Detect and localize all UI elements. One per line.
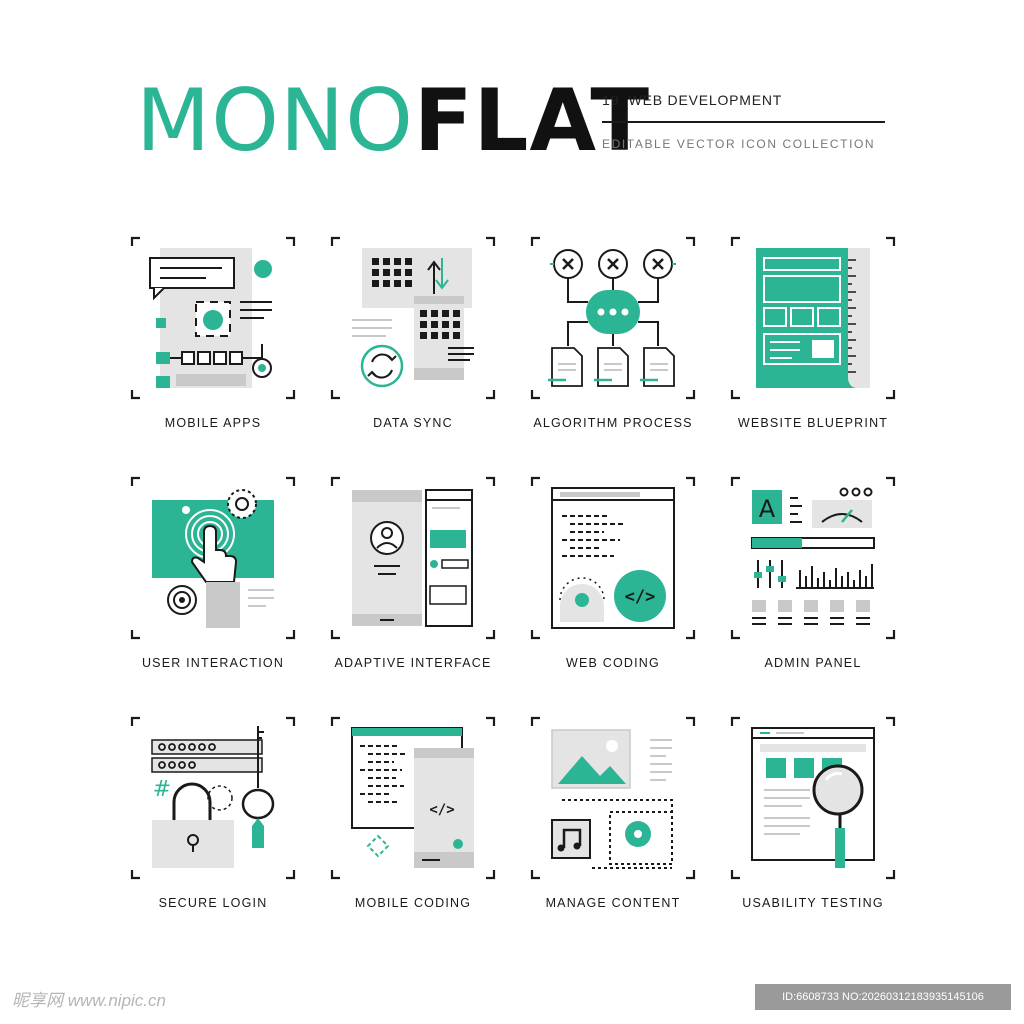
tile-website-blueprint: WEBSITE BLUEPRINT (730, 236, 896, 436)
mobile-apps-icon (130, 236, 296, 400)
watermark-text: 昵享网 www.nipic.cn (12, 991, 166, 1010)
tile-mobile-coding: </> MOBILE CODING (330, 716, 496, 916)
collection-subtitle: EDITABLE VECTOR ICON COLLECTION (602, 137, 876, 151)
tile-usability-testing: USABILITY TESTING (730, 716, 896, 916)
image-id-badge: ID:6608733 NO:20260312183935145106 (755, 984, 1011, 1010)
usability-testing-icon (730, 716, 896, 880)
label-data-sync: DATA SYNC (373, 416, 453, 430)
label-secure-login: SECURE LOGIN (158, 896, 268, 910)
letter-a-glyph: A (759, 495, 776, 523)
tile-admin-panel: A (730, 476, 896, 676)
secure-login-icon: # (130, 716, 296, 880)
tile-user-interaction: USER INTERACTION (130, 476, 296, 676)
tile-manage-content: MANAGE CONTENT (530, 716, 696, 916)
website-blueprint-icon (730, 236, 896, 400)
label-website-blueprint: WEBSITE BLUEPRINT (737, 416, 889, 430)
manage-content-icon (530, 716, 696, 880)
brand-part-mono: MONO (136, 71, 414, 171)
label-user-interaction: USER INTERACTION (141, 656, 285, 670)
algorithm-process-icon (530, 236, 696, 400)
tile-mobile-apps: MOBILE APPS (130, 236, 296, 436)
code-tag-glyph: </> (625, 587, 656, 607)
mobile-coding-icon: </> (330, 716, 496, 880)
mobile-code-tag-glyph: </> (429, 802, 454, 818)
tile-web-coding: </> WEB CODING (530, 476, 696, 676)
label-web-coding: WEB CODING (566, 656, 660, 670)
header-divider (602, 121, 885, 123)
tile-secure-login: # SECURE LOGIN (130, 716, 296, 916)
tile-data-sync: DATA SYNC (330, 236, 496, 436)
tile-adaptive-interface: ADAPTIVE INTERFACE (330, 476, 496, 676)
adaptive-interface-icon (330, 476, 496, 640)
header: MONOFLAT 19. WEB DEVELOPMENT EDITABLE VE… (0, 0, 1024, 180)
label-algorithm-process: ALGORITHM PROCESS (533, 416, 693, 430)
tile-algorithm-process: ALGORITHM PROCESS (530, 236, 696, 436)
label-admin-panel: ADMIN PANEL (764, 656, 862, 670)
label-adaptive-interface: ADAPTIVE INTERFACE (334, 656, 492, 670)
label-manage-content: MANAGE CONTENT (545, 896, 681, 910)
hash-glyph: # (153, 777, 171, 802)
admin-panel-icon: A (730, 476, 896, 640)
user-interaction-icon (130, 476, 296, 640)
data-sync-icon (330, 236, 496, 400)
label-usability-testing: USABILITY TESTING (742, 896, 884, 910)
series-title: 19. WEB DEVELOPMENT (602, 92, 783, 108)
web-coding-icon: </> (530, 476, 696, 640)
label-mobile-apps: MOBILE APPS (164, 416, 262, 430)
label-mobile-coding: MOBILE CODING (354, 896, 472, 910)
